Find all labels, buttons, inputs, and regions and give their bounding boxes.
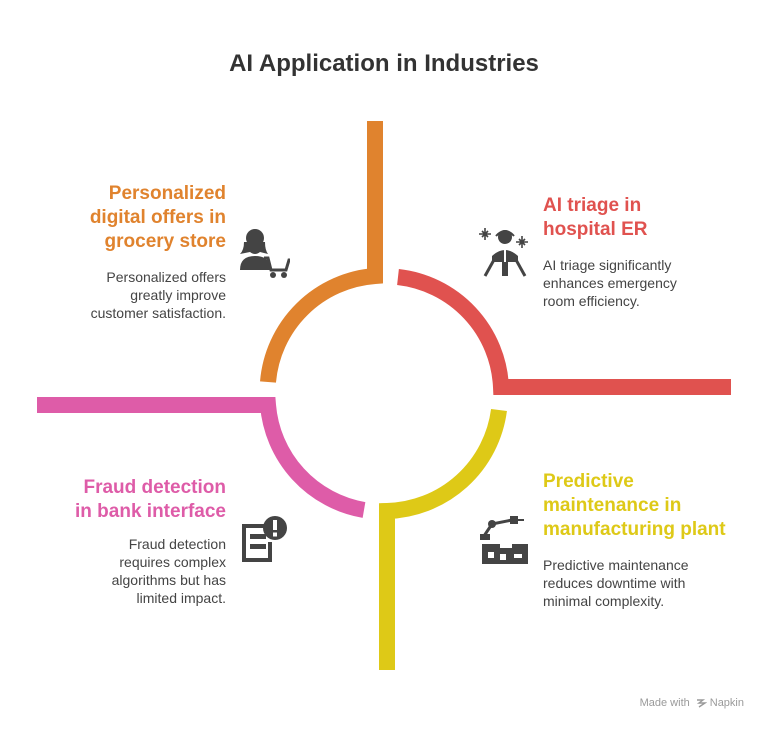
alert-document-icon xyxy=(242,516,287,562)
orange-arc-segment xyxy=(260,121,383,383)
napkin-logo-icon xyxy=(696,699,707,708)
red-arc-segment xyxy=(396,269,731,395)
manufacturing-heading: Predictive maintenance in manufacturing … xyxy=(543,471,726,540)
manufacturing-description: Predictive maintenance reduces downtime … xyxy=(543,557,689,609)
hospital-heading: AI triage in hospital ER xyxy=(543,195,648,240)
yellow-arc-segment xyxy=(379,408,507,670)
grocery-description: Personalized offers greatly improve cust… xyxy=(90,269,226,321)
bank-description: Fraud detection requires complex algorit… xyxy=(111,536,226,606)
bank-heading: Fraud detection in bank interface xyxy=(75,477,226,522)
shopper-cart-icon xyxy=(240,229,290,278)
page-title: AI Application in Industries xyxy=(229,50,539,77)
napkin-watermark: Made with Napkin xyxy=(639,697,744,709)
pink-arc-segment xyxy=(37,397,366,518)
hospital-description: AI triage significantly enhances emergen… xyxy=(543,257,677,309)
doctor-triage-icon xyxy=(479,228,528,277)
robot-factory-icon xyxy=(480,516,528,564)
grocery-heading: Personalized digital offers in grocery s… xyxy=(89,183,226,252)
